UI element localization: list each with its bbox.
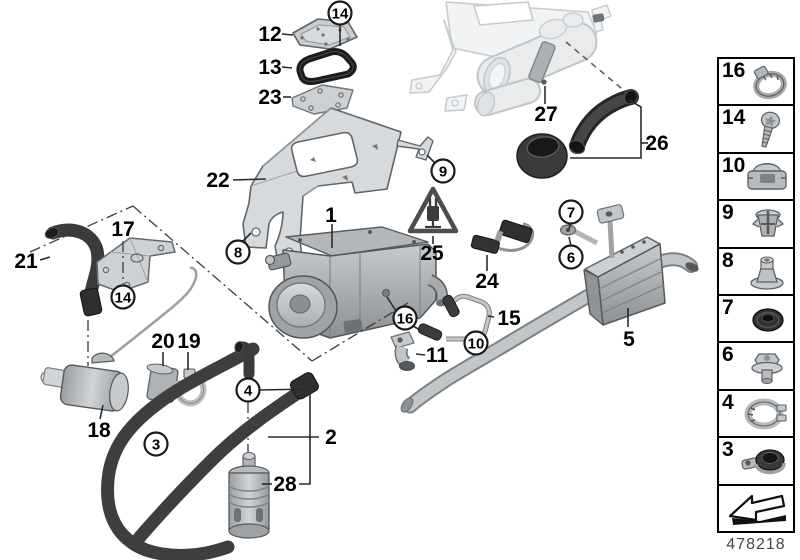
callout-label-18[interactable]: 18 [87,419,111,442]
plug-icon [425,198,441,229]
cage-clip-icon [747,163,787,190]
svg-text:14: 14 [332,6,349,23]
svg-text:14: 14 [115,290,132,307]
callout-label-1[interactable]: 1 [325,204,337,227]
part-5-silencer [559,204,699,326]
circled-callout-10[interactable]: 10 [463,330,489,356]
section-dash-dot-lines [29,205,409,452]
legend-item-6[interactable]: 6 [719,343,793,391]
svg-text:4: 4 [244,383,253,400]
part-25-warning-triangle [407,186,459,234]
circled-callout-3[interactable]: 3 [143,431,169,457]
ghost-installed-assembly [409,1,612,117]
part-13-rubber-gasket [296,48,357,85]
hose-clamp-icon [753,66,787,100]
part-11-elbow [390,331,415,371]
svg-text:10: 10 [468,336,485,353]
legend-number: 4 [722,390,734,414]
legend-item-14[interactable]: 14 [719,106,793,154]
svg-text:9: 9 [439,164,447,181]
pipe-clamp-icon [741,449,786,474]
fasteners-legend: 16 14 10 9 [717,57,795,533]
pump-harness-wire [103,266,198,363]
circled-callout-14[interactable]: 14 [110,284,136,310]
callout-label-15[interactable]: 15 [497,307,521,330]
callout-label-26[interactable]: 26 [645,132,668,155]
hose-3 [101,342,260,560]
callout-label-20[interactable]: 20 [151,330,174,353]
callout-label-12[interactable]: 12 [258,23,281,46]
circled-callout-4[interactable]: 4 [235,377,261,403]
svg-text:7: 7 [567,205,575,222]
part-21-hose [44,223,105,317]
part-26-hose [568,89,639,154]
svg-text:6: 6 [567,250,575,267]
circled-callout-16[interactable]: 16 [392,305,418,331]
screw-icon [760,111,781,148]
legend-item-10[interactable]: 10 [719,153,793,202]
attachment-dashed-line [565,41,628,94]
legend-number: 7 [722,296,734,320]
legend-item-3[interactable]: 3 [719,438,793,486]
hose-2 [132,341,319,545]
legend-number: 3 [722,438,734,462]
circled-callout-14[interactable]: 14 [327,0,353,26]
direction-arrow-icon [728,494,786,526]
svg-text:8: 8 [234,245,242,262]
svg-text:3: 3 [152,437,160,454]
legend-number: 9 [722,201,734,225]
callout-label-11[interactable]: 11 [426,344,449,367]
legend-number: 14 [722,106,746,130]
legend-item-9[interactable]: 9 [719,201,793,249]
callout-label-2[interactable]: 2 [325,426,337,449]
callout-label-23[interactable]: 23 [258,86,281,109]
exhaust-pipe [400,286,600,414]
callout-label-13[interactable]: 13 [258,56,281,79]
svg-text:16: 16 [397,311,414,328]
callout-label-24[interactable]: 24 [475,270,499,293]
part-17-bracket [96,237,176,293]
legend-item-arrow [719,486,793,531]
part-24-cable [470,219,535,254]
circled-callout-8[interactable]: 8 [225,239,251,265]
circled-callout-6[interactable]: 6 [558,244,584,270]
legend-number: 10 [722,153,746,177]
part-18-water-pump [40,352,129,412]
callout-label-27[interactable]: 27 [534,103,557,126]
legend-item-16[interactable]: 16 [719,59,793,107]
callout-label-25[interactable]: 25 [420,242,444,265]
band-clamp-icon [744,398,787,430]
spacer-bushing-icon [750,256,784,290]
callout-label-28[interactable]: 28 [273,473,297,496]
legend-number: 16 [722,59,746,82]
legend-item-7[interactable]: 7 [719,296,793,344]
diagram-number: 478218 [726,536,786,553]
part-12-cover-plate [292,18,358,50]
legend-item-4[interactable]: 4 [719,390,793,439]
callout-label-17[interactable]: 17 [111,218,134,241]
expanding-clip-icon [751,208,785,237]
leader-lines [39,24,648,485]
circled-callout-7[interactable]: 7 [558,199,584,225]
callout-label-19[interactable]: 19 [177,330,200,353]
callout-label-22[interactable]: 22 [206,169,229,192]
callout-label-5[interactable]: 5 [623,328,635,351]
part-23-adapter-plate [291,84,354,115]
grommet-icon [752,308,784,333]
legend-item-8[interactable]: 8 [719,248,793,297]
legend-number: 8 [722,248,734,272]
part-26-ring [516,133,568,179]
circled-callout-9[interactable]: 9 [430,158,456,184]
part-28-intake-silencer [228,452,270,539]
part-27-clamp [528,41,556,85]
callout-label-21[interactable]: 21 [14,250,38,273]
flanged-nut-icon [751,353,783,384]
legend-number: 6 [722,343,734,367]
